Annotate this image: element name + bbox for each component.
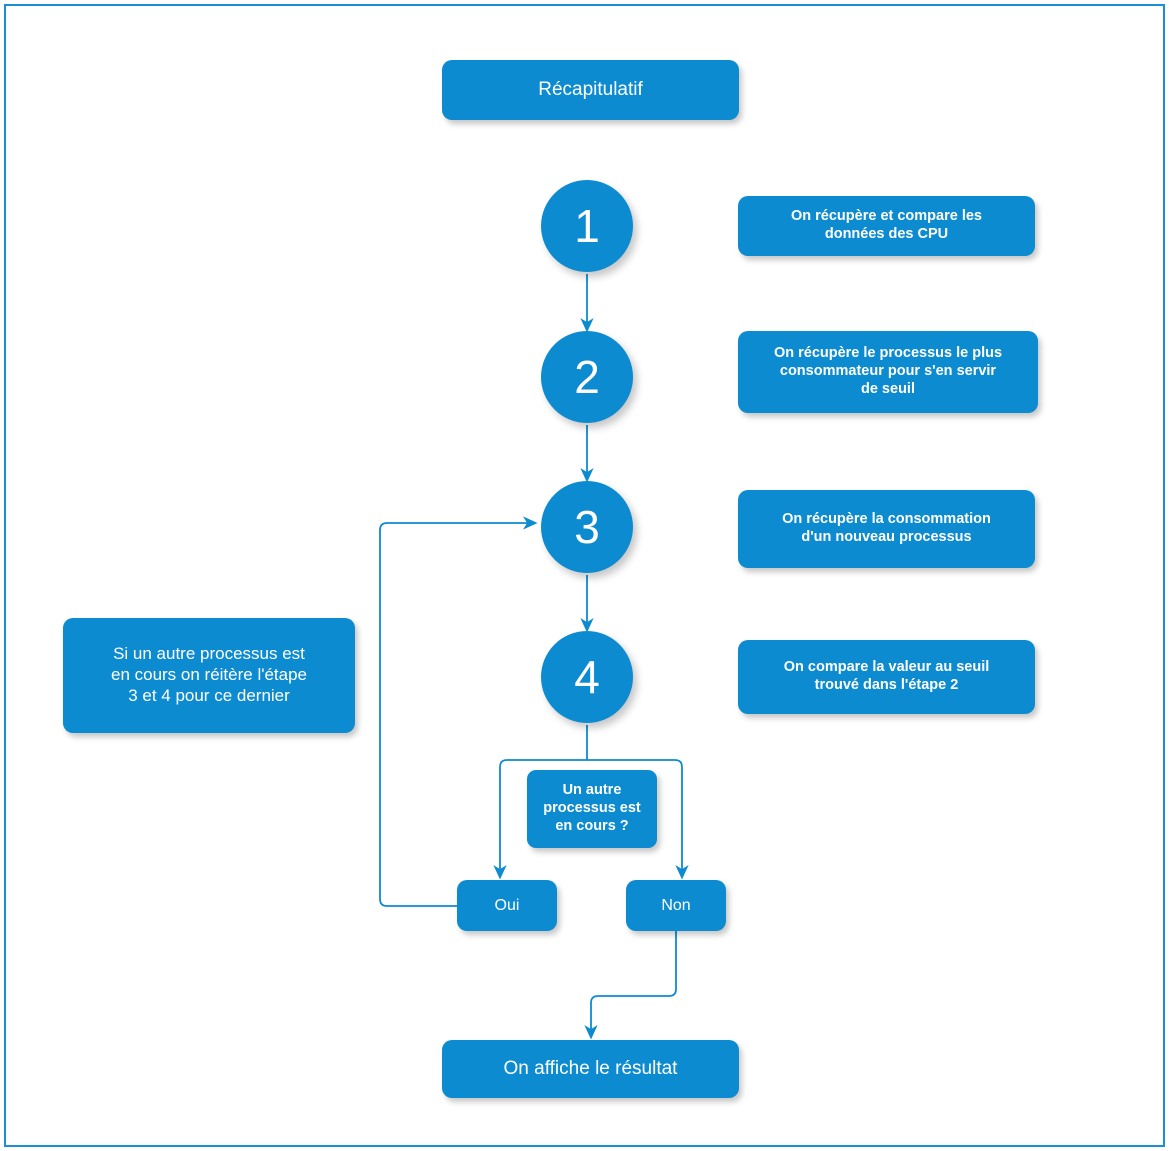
step-number-4: 4	[574, 650, 600, 703]
step-circle-4[interactable]: 4	[541, 631, 633, 723]
step-circle-3[interactable]: 3	[541, 481, 633, 573]
decision-node[interactable]: Un autre processus est en cours ?	[527, 770, 657, 848]
step-circle-1[interactable]: 1	[541, 180, 633, 272]
result-node: On affiche le résultat	[442, 1040, 739, 1098]
step-note-2: On récupère le processus le plus consomm…	[738, 331, 1038, 413]
loop-note-text: Si un autre processus est en cours on ré…	[110, 644, 308, 705]
step-note-1-text: On récupère et compare les données des C…	[791, 208, 982, 242]
step-circle-2[interactable]: 2	[541, 331, 633, 423]
decision-question-text: Un autre processus est en cours ?	[543, 782, 641, 834]
result-text: On affiche le résultat	[503, 1058, 678, 1080]
connector-no-to-result	[584, 931, 677, 1040]
decision-branch-yes[interactable]: Oui	[457, 880, 557, 931]
step-number-1: 1	[574, 199, 600, 252]
loop-note: Si un autre processus est en cours on ré…	[63, 618, 355, 733]
step-number-3: 3	[574, 500, 600, 553]
connector-yes-loop-to-step3	[379, 516, 538, 907]
decision-yes-label: Oui	[494, 896, 520, 914]
title-text: Récapitulatif	[538, 79, 643, 101]
connector-branch-yes	[493, 759, 587, 880]
step-note-2-text: On récupère le processus le plus consomm…	[773, 345, 1003, 397]
step-note-4-text: On compare la valeur au seuil trouvé dan…	[783, 659, 990, 693]
step-note-3: On récupère la consommation d'un nouveau…	[738, 490, 1035, 568]
decision-no-label: Non	[661, 896, 691, 914]
decision-branch-no[interactable]: Non	[626, 880, 726, 931]
step-note-4: On compare la valeur au seuil trouvé dan…	[738, 640, 1035, 714]
connector-branch-no	[587, 759, 689, 880]
step-note-3-text: On récupère la consommation d'un nouveau…	[782, 511, 991, 545]
step-note-1: On récupère et compare les données des C…	[738, 196, 1035, 256]
page-title: Récapitulatif	[442, 60, 739, 120]
step-number-2: 2	[574, 350, 600, 403]
